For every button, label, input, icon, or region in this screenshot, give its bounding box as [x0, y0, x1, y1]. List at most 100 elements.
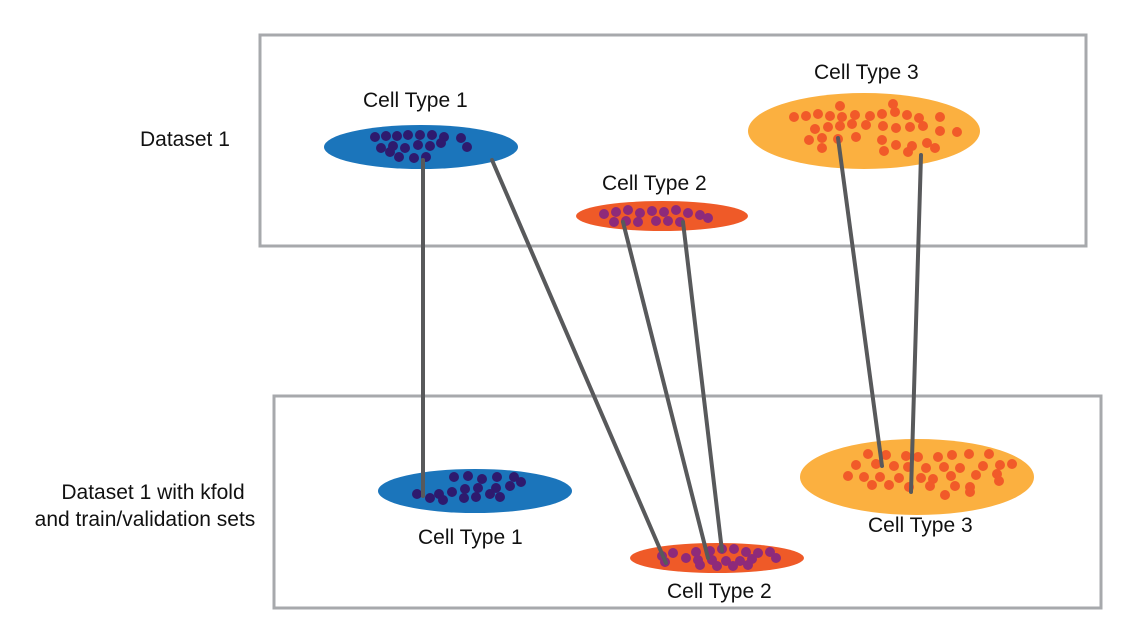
cell-dot: [691, 547, 701, 557]
cell-dot: [370, 132, 380, 142]
dataset1-box: [258, 33, 1088, 248]
cell-dot: [837, 112, 847, 122]
cell-dot: [394, 152, 404, 162]
cell-dot: [978, 461, 988, 471]
cell-dot: [875, 472, 885, 482]
cell-dot: [403, 130, 413, 140]
cell-dot: [436, 138, 446, 148]
cell-dot: [847, 119, 857, 129]
cell-dot: [965, 487, 975, 497]
cell-dot: [850, 110, 860, 120]
cell-dot: [971, 470, 981, 480]
bottom-cell-type-3-label: Cell Type 3: [868, 514, 973, 537]
cell-dot: [663, 216, 673, 226]
cell-dot: [903, 147, 913, 157]
cell-dot: [878, 121, 888, 131]
bottom-cell-type-1-cells: [412, 471, 526, 505]
connector-ct3-b: [909, 153, 923, 494]
cell-dot: [438, 495, 448, 505]
bottom-cell-type-2-label: Cell Type 2: [667, 580, 772, 603]
cell-dot: [884, 480, 894, 490]
cell-dot: [813, 109, 823, 119]
bottom-cell-type-3-cells: [843, 449, 1017, 500]
cell-dot: [485, 489, 495, 499]
cell-dot: [509, 472, 519, 482]
cell-dot: [695, 560, 705, 570]
cell-dot: [817, 133, 827, 143]
cell-dot: [871, 459, 881, 469]
cell-dot: [994, 476, 1004, 486]
cell-dot: [771, 553, 781, 563]
cell-dot: [492, 472, 502, 482]
cell-dot: [950, 481, 960, 491]
cell-dot: [918, 121, 928, 131]
cell-dot: [863, 449, 873, 459]
cell-dot: [984, 449, 994, 459]
cell-dot: [865, 111, 875, 121]
cell-dot: [913, 452, 923, 462]
cell-dot: [392, 131, 402, 141]
cell-dot: [683, 208, 693, 218]
cell-dot: [843, 471, 853, 481]
cell-dot: [495, 492, 505, 502]
cell-dot: [905, 122, 915, 132]
cell-dot: [460, 484, 470, 494]
cell-dot: [835, 121, 845, 131]
cell-dot: [940, 490, 950, 500]
cell-dot: [599, 209, 609, 219]
cell-dot: [415, 130, 425, 140]
cell-dot: [946, 471, 956, 481]
cell-dot: [877, 109, 887, 119]
dataset1-label: Dataset 1: [140, 128, 230, 151]
cell-dot: [409, 153, 419, 163]
cell-dot: [879, 146, 889, 156]
cell-dot: [861, 120, 871, 130]
cell-dot: [449, 472, 459, 482]
dataset1-kfold-label: Dataset 1 with kfold and train/validatio…: [33, 479, 273, 533]
cell-dot: [735, 556, 745, 566]
cell-dot: [427, 130, 437, 140]
cell-dot: [881, 450, 891, 460]
cell-dot: [741, 547, 751, 557]
cell-dot: [921, 463, 931, 473]
cell-dot: [995, 460, 1005, 470]
cell-dot: [817, 143, 827, 153]
cell-dot: [447, 487, 457, 497]
cell-dot: [804, 135, 814, 145]
cell-dot: [385, 147, 395, 157]
cell-dot: [381, 131, 391, 141]
cell-dot: [877, 135, 887, 145]
cell-dot: [425, 493, 435, 503]
cell-dot: [789, 112, 799, 122]
cell-dot: [471, 492, 481, 502]
cell-dot: [801, 111, 811, 121]
cell-dot: [633, 217, 643, 227]
top-cell-type-3-ellipse: [748, 93, 980, 169]
cell-dot: [721, 556, 731, 566]
top-cell-type-3-cells: [789, 99, 962, 157]
cell-dot: [456, 133, 466, 143]
cell-dot: [933, 452, 943, 462]
cell-dot: [935, 126, 945, 136]
cell-dot: [894, 473, 904, 483]
top-cell-type-1-cells: [370, 130, 472, 163]
cell-dot: [859, 472, 869, 482]
cell-dot: [463, 471, 473, 481]
cell-dot: [412, 489, 422, 499]
cell-dot: [889, 461, 899, 471]
cell-dot: [635, 208, 645, 218]
cell-dot: [891, 123, 901, 133]
cell-dot: [651, 216, 661, 226]
cell-dot: [743, 560, 753, 570]
cell-dot: [851, 132, 861, 142]
cell-dot: [703, 213, 713, 223]
dataset1-kfold-label-line1: Dataset 1 with kfold: [61, 481, 245, 504]
cell-dot: [922, 138, 932, 148]
bottom-cell-type-1-label: Cell Type 1: [418, 526, 523, 549]
cell-dot: [867, 480, 877, 490]
connectors: [421, 136, 923, 565]
cell-dot: [835, 101, 845, 111]
cell-dot: [916, 473, 926, 483]
cell-dot: [891, 140, 901, 150]
cell-dot: [623, 205, 633, 215]
